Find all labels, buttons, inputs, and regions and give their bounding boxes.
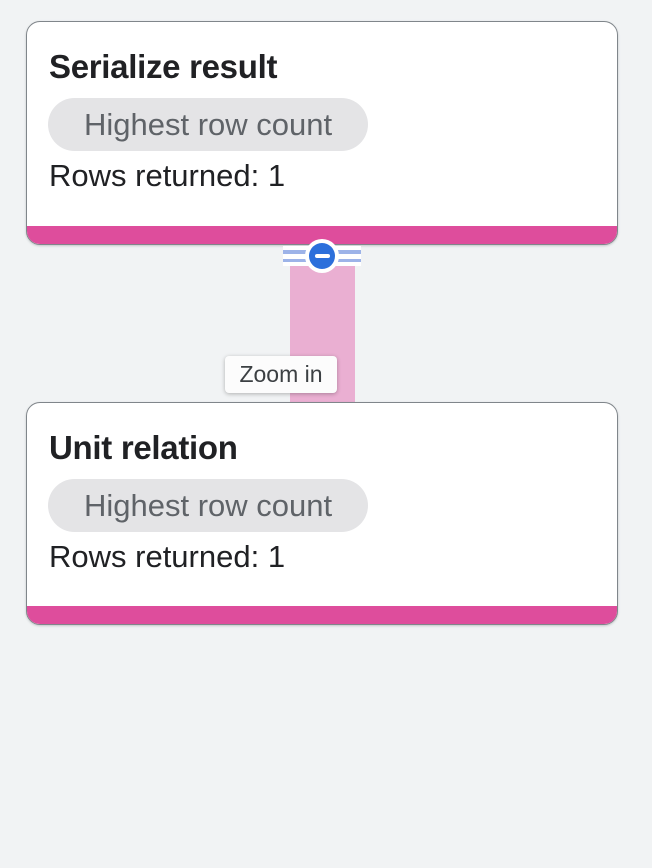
remove-circle-icon (309, 243, 335, 269)
collapse-edge-button[interactable] (305, 239, 339, 273)
rows-returned-label: Rows returned: 1 (49, 539, 286, 574)
minus-icon (314, 254, 330, 258)
zoom-in-tooltip: Zoom in (225, 356, 337, 393)
highest-row-count-badge: Highest row count (48, 479, 369, 532)
stage-card-serialize-result[interactable]: Serialize result Highest row count Rows … (26, 21, 618, 245)
rows-returned-label: Rows returned: 1 (49, 158, 286, 193)
stage-status-bar (27, 226, 617, 244)
highest-row-count-badge: Highest row count (48, 98, 369, 151)
stage-status-bar (27, 606, 617, 624)
stage-title: Unit relation (49, 429, 238, 466)
stage-title: Serialize result (49, 48, 278, 85)
stage-card-unit-relation[interactable]: Unit relation Highest row count Rows ret… (26, 402, 618, 625)
